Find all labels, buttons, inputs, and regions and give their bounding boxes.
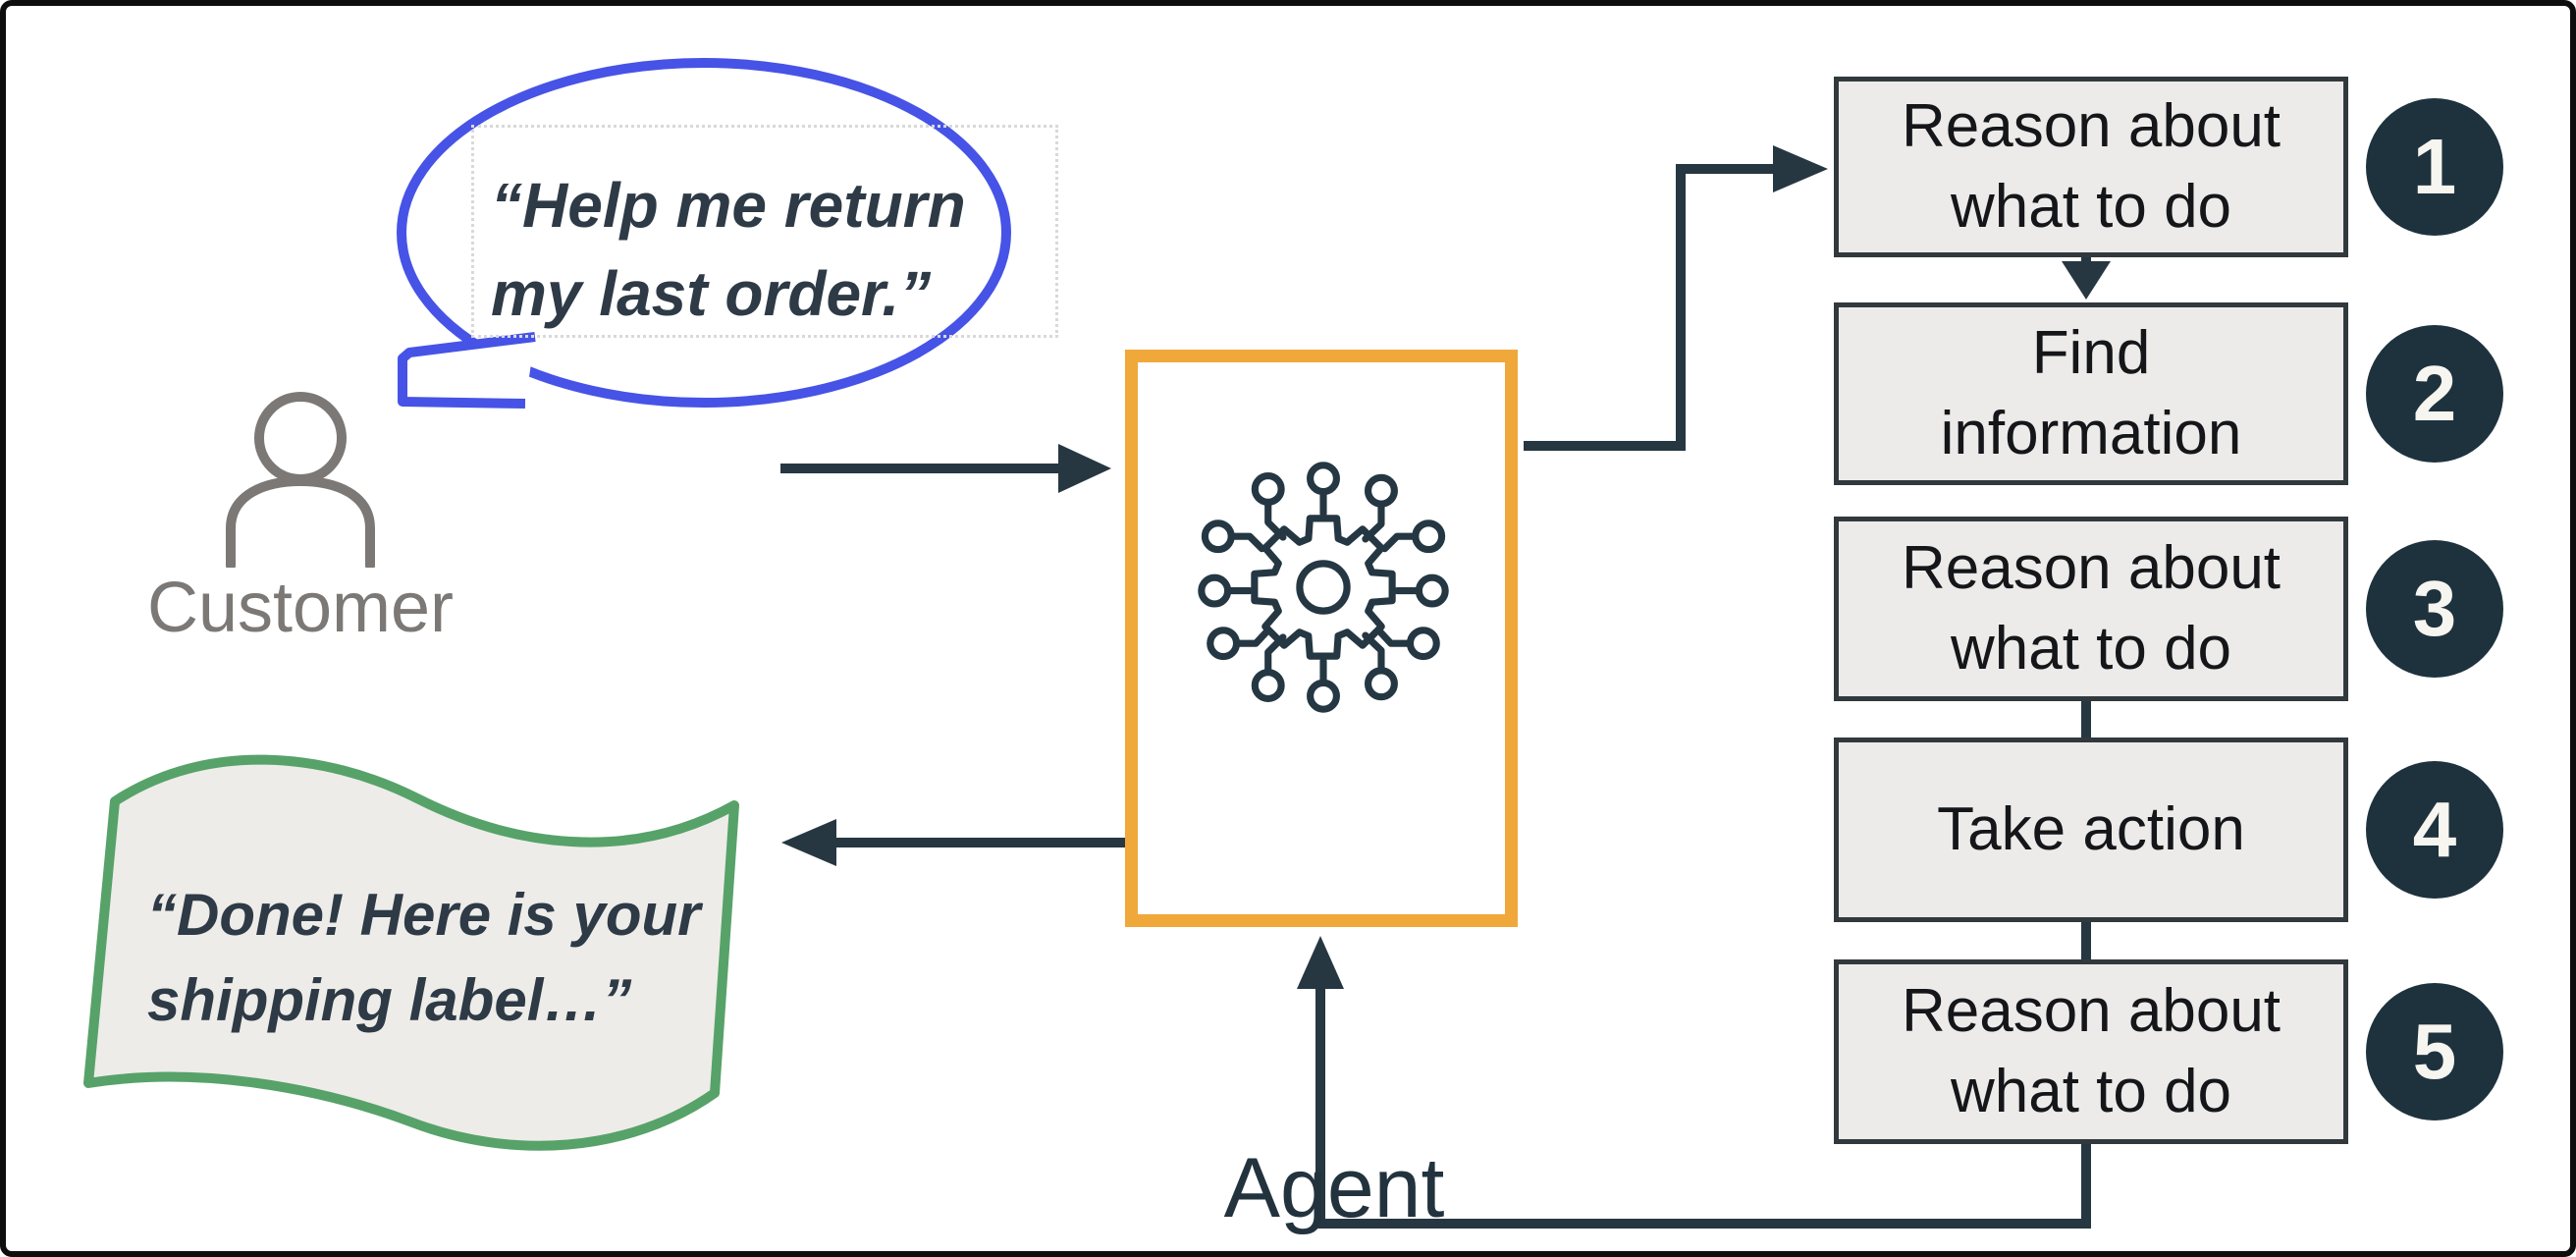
- step-number-badge-4: 4: [2366, 761, 2503, 899]
- banner-line-2: shipping label…”: [147, 967, 632, 1033]
- speech-line-2: my last order.”: [491, 258, 932, 329]
- step-4-line-1: Take action: [1937, 795, 2245, 864]
- speech-bubble-tail: [398, 332, 536, 409]
- step-box-5: Reason about what to do: [1834, 959, 2348, 1144]
- step-2-line-2: information: [1940, 400, 2242, 467]
- step-box-1: Reason about what to do: [1834, 77, 2348, 257]
- speech-line-1: “Help me return: [491, 170, 966, 242]
- step-number-badge-3: 3: [2366, 540, 2503, 678]
- step-number-badge-2: 2: [2366, 325, 2503, 463]
- speech-bubble-outline: [397, 58, 1011, 408]
- text-selection-dotted-box: [471, 125, 1058, 338]
- response-banner-shape: [83, 754, 739, 1151]
- person-outline-icon: [226, 392, 375, 568]
- customer-label: Customer: [146, 569, 455, 647]
- step-number-badge-5: 5: [2366, 983, 2503, 1120]
- step-box-3: Reason about what to do: [1834, 517, 2348, 701]
- response-banner: [83, 754, 739, 1151]
- speech-bubble: [397, 58, 1011, 409]
- step-3-line-2: what to do: [1950, 615, 2232, 683]
- step-box-4: Take action: [1834, 738, 2348, 922]
- banner-line-1: “Done! Here is your: [147, 882, 701, 948]
- step-5-line-1: Reason about: [1901, 977, 2281, 1046]
- response-banner-text: “Done! Here is your shipping label…”: [147, 872, 717, 1043]
- step-box-2: Find information: [1834, 302, 2348, 485]
- step-1-line-2: what to do: [1950, 173, 2232, 241]
- ai-gear-circuit-icon: [1198, 462, 1449, 713]
- step-1-line-1: Reason about: [1901, 92, 2281, 161]
- step-5-line-2: what to do: [1950, 1058, 2232, 1125]
- step-number-badge-1: 1: [2366, 98, 2503, 236]
- step-3-line-1: Reason about: [1901, 534, 2281, 603]
- agent-box: Agent: [1125, 350, 1518, 1235]
- step-2-line-1: Find: [2031, 319, 2151, 388]
- agent-label: Agent: [1223, 1141, 1445, 1235]
- speech-bubble-text: “Help me return my last order.”: [491, 147, 1041, 354]
